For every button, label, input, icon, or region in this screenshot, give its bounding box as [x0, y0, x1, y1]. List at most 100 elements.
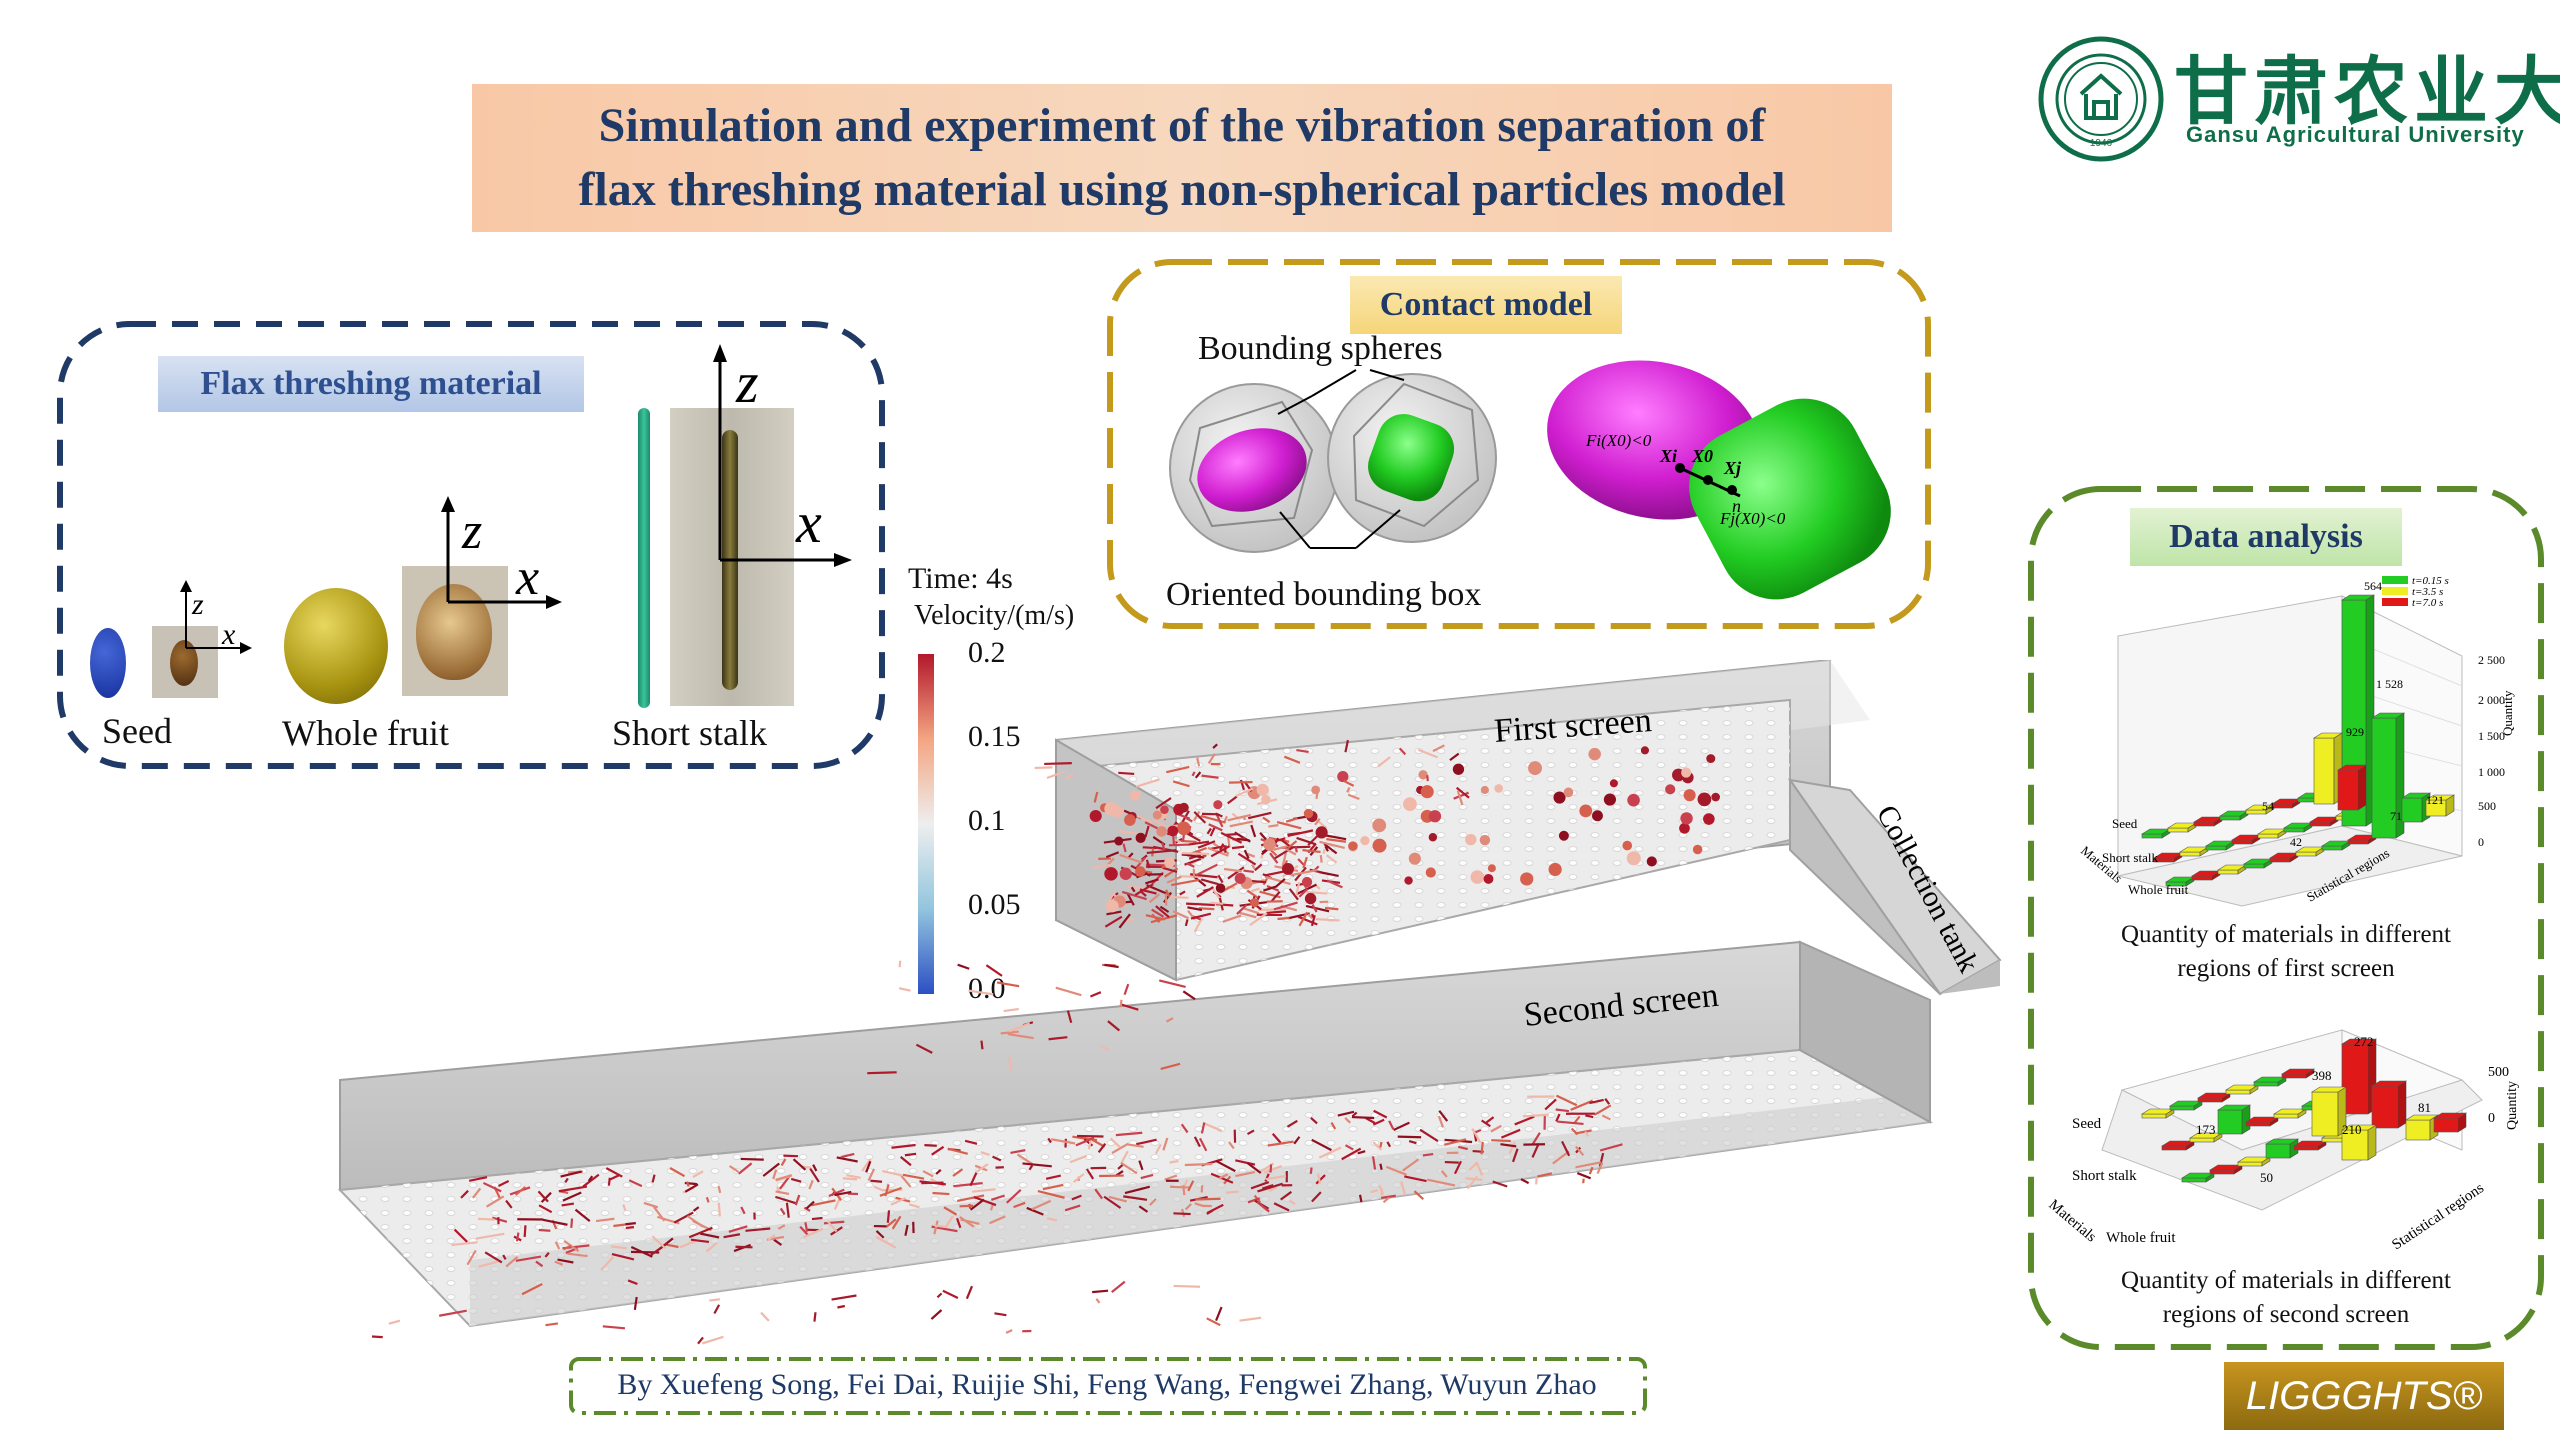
stalk-particle — [1173, 838, 1181, 843]
stalk-particle — [1184, 919, 1189, 927]
stalk-particle — [1302, 849, 1321, 854]
stalk-particle — [1166, 765, 1190, 774]
chart-bar — [2237, 1161, 2263, 1167]
colorbar-gradient — [918, 654, 934, 994]
stalk-particle — [717, 1202, 721, 1217]
stalk-particle — [1144, 825, 1150, 838]
stalk-particle — [1187, 840, 1210, 846]
stalk-particle — [1269, 1164, 1273, 1173]
stalk-particle — [1275, 878, 1286, 888]
stalk-particle — [1194, 771, 1202, 779]
chart-bar — [2193, 821, 2215, 827]
stalk-particle — [1136, 1138, 1157, 1146]
stalk-particle — [1273, 1202, 1290, 1212]
chart1-value-2: 929 — [2346, 725, 2364, 739]
stalk-particle — [1184, 1203, 1192, 1211]
stalk-particle — [1145, 859, 1151, 869]
stalk-particle — [1246, 1162, 1262, 1174]
cylinder-particle-small — [1368, 414, 1455, 502]
stalk-particle — [1281, 852, 1287, 868]
stalk-particle — [1010, 1149, 1026, 1154]
stalk-particle — [1138, 1160, 1144, 1171]
stalk-particle — [1190, 912, 1212, 920]
stalk-particle — [870, 1179, 883, 1183]
fruit-particle — [1622, 840, 1633, 851]
stalk-particle — [1219, 843, 1225, 851]
short-stalk-caption: Short stalk — [612, 713, 768, 753]
stalk-particle — [1206, 827, 1212, 835]
stalk-particle — [610, 1245, 627, 1250]
stalk-particle — [899, 1156, 912, 1167]
chart-bar — [2167, 827, 2189, 833]
fruit-particle — [1627, 793, 1640, 807]
stalk-particle — [1218, 1173, 1229, 1180]
fruit-particle — [1303, 808, 1314, 819]
stalk-particle — [831, 1294, 857, 1301]
stalk-particle — [1289, 1199, 1296, 1206]
stalk-particle — [990, 1194, 1005, 1201]
stalk-particle — [1071, 1194, 1082, 1201]
stalk-particle — [1491, 1139, 1511, 1143]
fruit-particle — [1301, 876, 1313, 888]
fruit-particle — [1680, 812, 1693, 825]
stalk-particle — [1297, 915, 1318, 926]
stalk-particle — [1298, 911, 1309, 927]
stalk-particle — [1022, 1162, 1052, 1168]
stalk-particle — [1417, 748, 1439, 759]
n-label: n — [1732, 496, 1741, 516]
stalk-particle — [772, 1169, 778, 1180]
stalk-particle — [1604, 1098, 1611, 1105]
chart1-material-2: Whole fruit — [2128, 882, 2189, 897]
chart1-caption-line1: Quantity of materials in different — [2121, 921, 2451, 948]
stalk-particle — [875, 1235, 897, 1249]
stalk-particle — [1305, 904, 1330, 913]
stalk-particle — [630, 1245, 653, 1258]
chart2-ztick-1: 0 — [2488, 1111, 2495, 1126]
stalk-particle — [502, 1254, 507, 1260]
stalk-particle — [1593, 1104, 1612, 1116]
stalk-particle — [1251, 887, 1260, 893]
fruit-particle — [1213, 800, 1223, 810]
stalk-particle — [1267, 1140, 1294, 1147]
chart1-material-1: Short stalk — [2102, 850, 2158, 865]
stalk-particle — [1160, 1062, 1181, 1070]
stalk-particle — [1200, 1122, 1206, 1134]
fruit-particle — [1104, 801, 1118, 816]
stalk-particle — [1037, 1189, 1065, 1199]
fruit-particle — [1646, 856, 1657, 867]
stalk-particle — [1106, 910, 1122, 916]
chart2-value-0: 272 — [2354, 1034, 2374, 1049]
stalk-particle — [1601, 1114, 1611, 1121]
stalk-particle — [1250, 824, 1257, 838]
fruit-particle — [1697, 792, 1712, 807]
stalk-particle — [1279, 838, 1291, 848]
first-screen-3d-chart: 2 500 2 000 1 500 1 000 500 0 Quantity t… — [2078, 576, 2515, 907]
stalk-particle — [1287, 829, 1314, 837]
stalk-particle — [1108, 1195, 1127, 1203]
stalk-particle — [1191, 771, 1196, 777]
stalk-particle — [1005, 1189, 1022, 1204]
stalk-particle — [1570, 1127, 1579, 1136]
stalk-particle — [1318, 1146, 1342, 1159]
stalk-particle — [1121, 890, 1147, 901]
stalk-particle — [1274, 846, 1294, 860]
stalk-particle — [1247, 811, 1272, 820]
chart-bar — [2311, 1091, 2339, 1137]
stalk-particle — [947, 1147, 969, 1155]
stalk-particle — [1138, 1205, 1149, 1213]
stalk-particle — [804, 1222, 809, 1232]
stalk-particle — [1173, 1284, 1201, 1288]
stalk-particle — [686, 1215, 704, 1228]
stalk-particle — [1357, 1150, 1366, 1155]
stalk-particle — [1398, 747, 1407, 756]
stalk-particle — [587, 1175, 594, 1182]
stalk-particle — [1555, 1108, 1570, 1113]
stalk-particle — [1140, 891, 1147, 897]
chart1-caption-line2: regions of first screen — [2177, 955, 2395, 982]
stalk-particle — [554, 1241, 561, 1250]
stalk-particle — [713, 1304, 721, 1315]
stalk-particle — [627, 1279, 638, 1286]
stalk-particle — [875, 1230, 885, 1239]
stalk-particle — [780, 1158, 787, 1166]
stalk-particle — [567, 1252, 588, 1258]
